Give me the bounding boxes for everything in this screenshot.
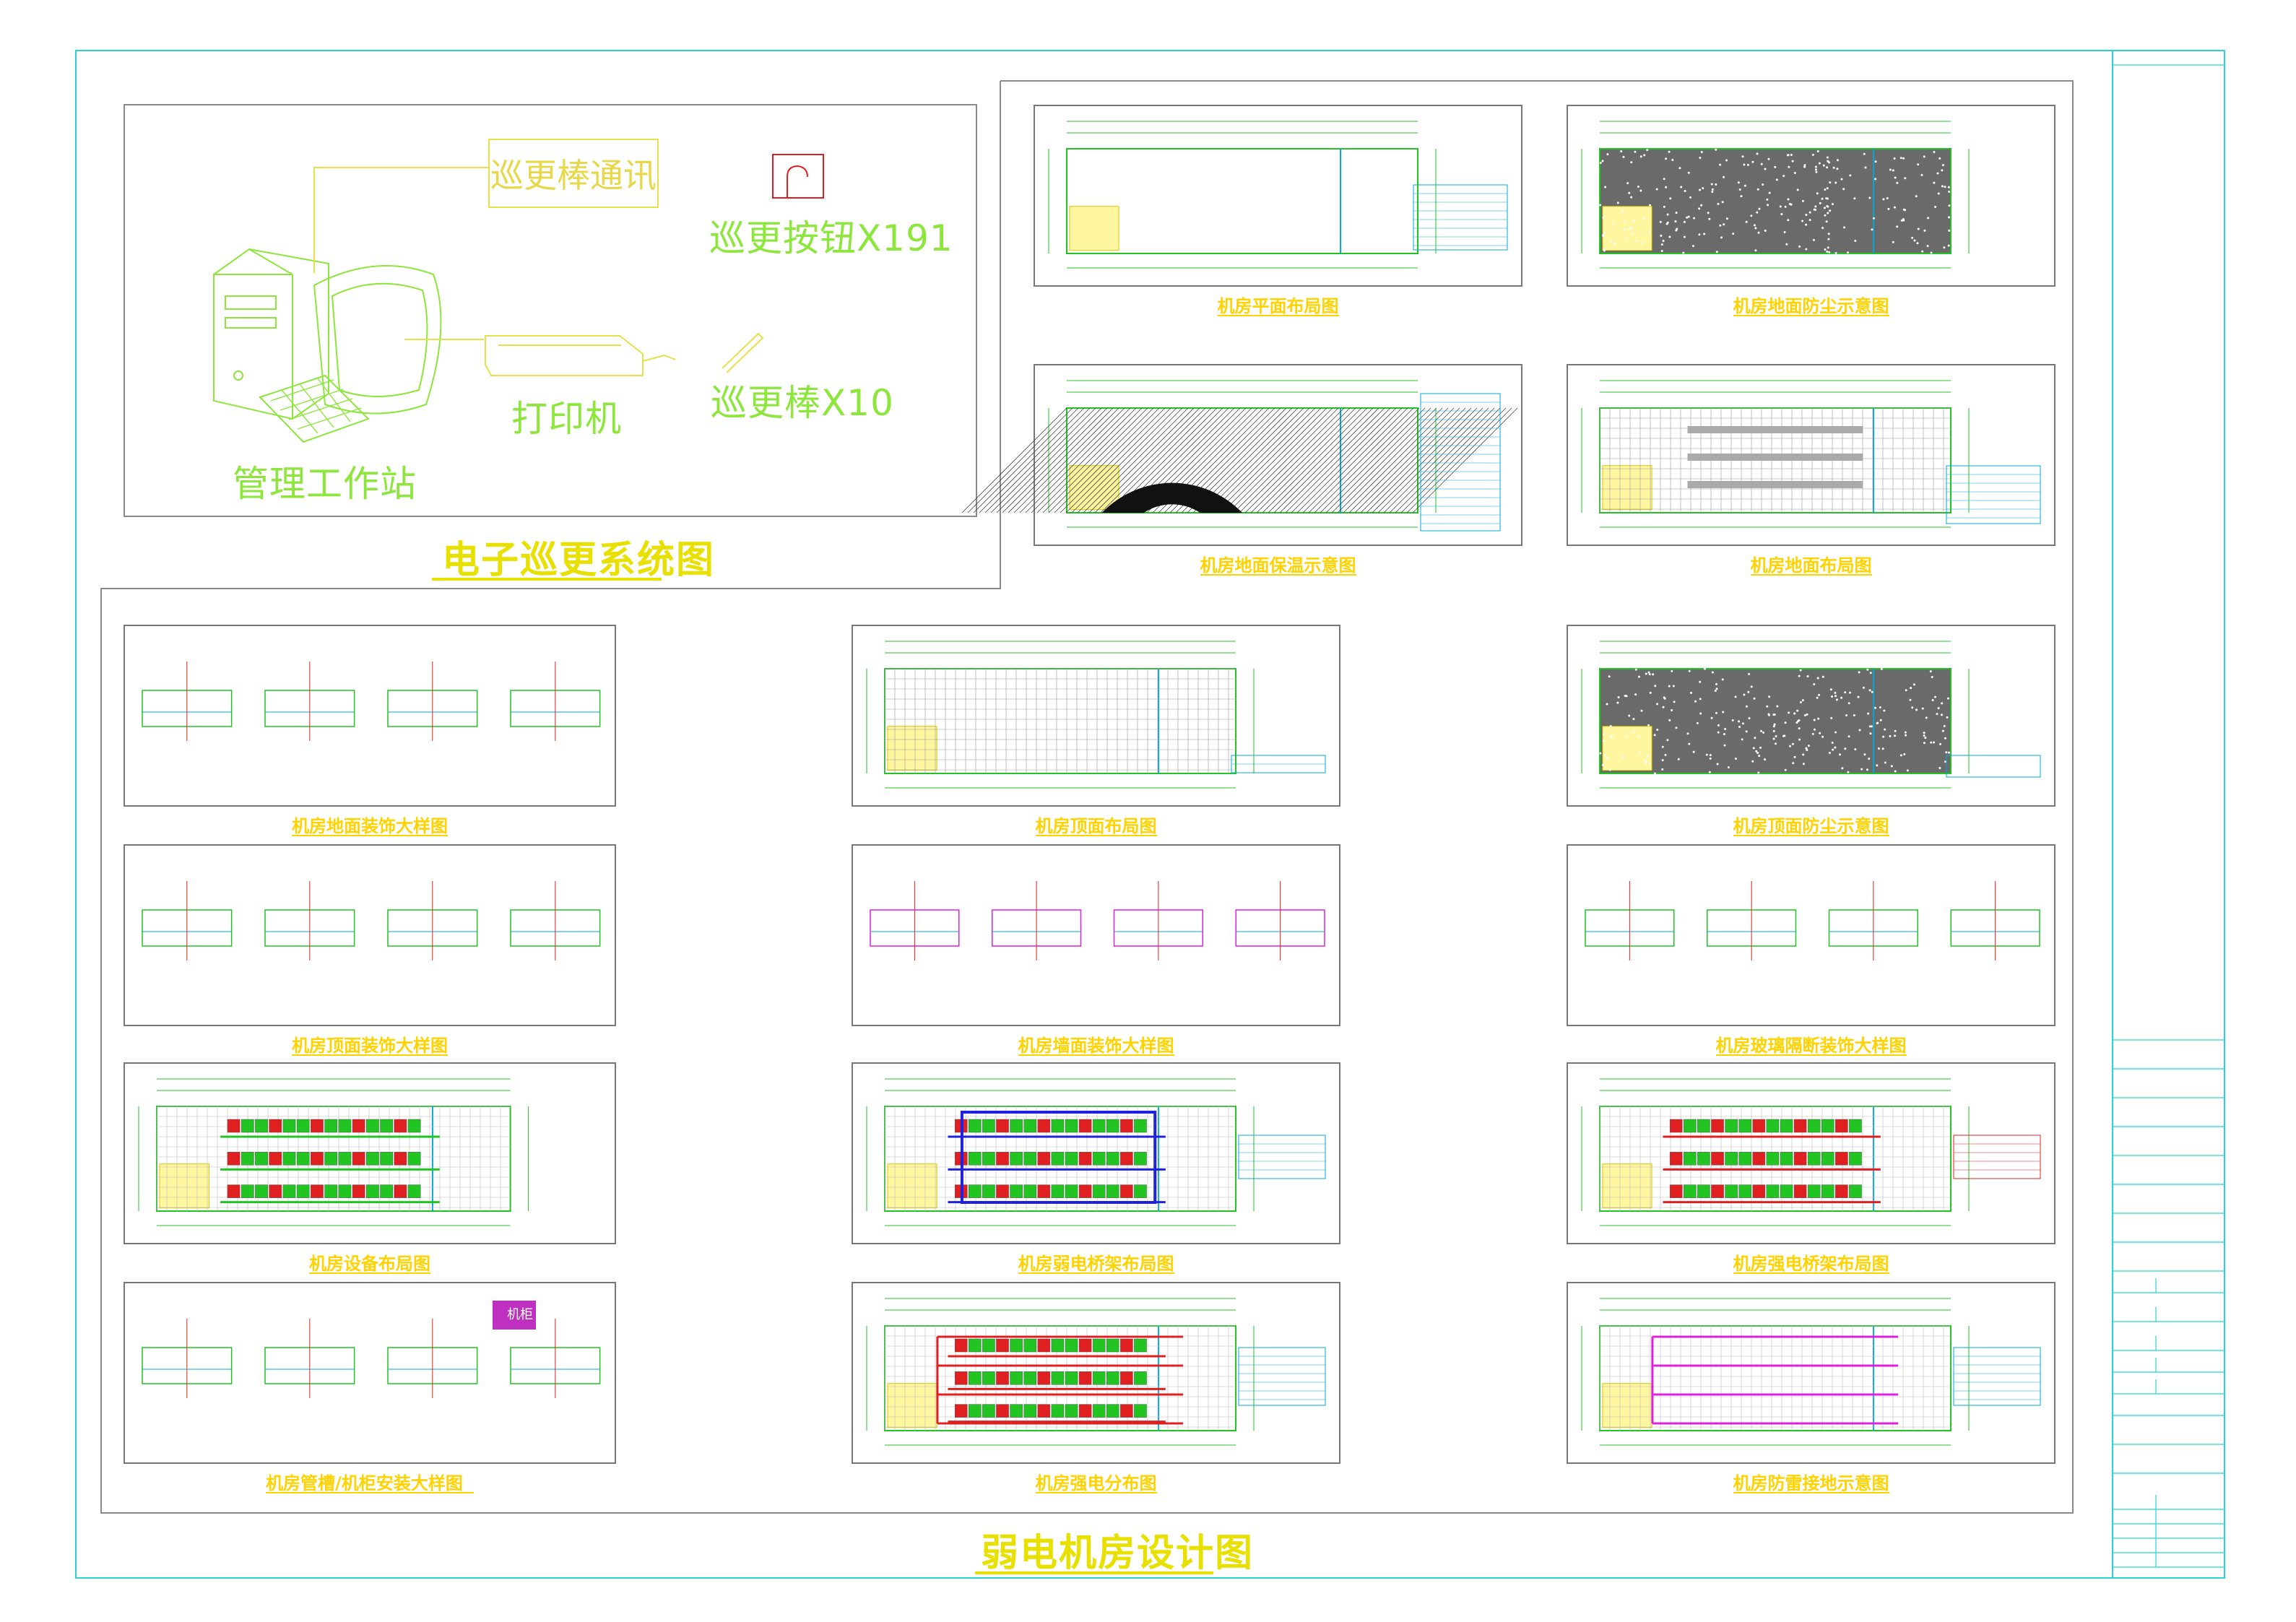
drawing-caption-9: 机房墙面装饰大样图 [1018,1031,1174,1057]
patrol-button-icon [773,155,823,199]
drawing-caption-13: 机房强电桥架布局图 [1733,1249,1889,1275]
drawing-panel-6 [852,625,1340,806]
caption-underline [1716,1054,1907,1056]
drawing-panel-5 [124,625,615,806]
caption-underline [1218,315,1339,316]
caption-underline [1036,1492,1157,1493]
cabinet-label: 机柜 [507,1307,533,1322]
drawing-panel-16 [1567,1283,2055,1463]
drawing-panel-14: 机柜 [124,1283,615,1463]
drawing-caption-7: 机房顶面防尘示意图 [1733,812,1889,837]
title-block [2113,65,2224,1567]
main-title-underline [975,1571,1213,1574]
caption-underline [309,1272,430,1274]
patrol-system-title: 电子巡更系统图 [442,529,715,584]
drawing-panel-11 [124,1063,615,1244]
drawing-panel-3 [962,365,1522,545]
drawing-caption-2: 机房地面防尘示意图 [1733,292,1889,317]
drawing-caption-12: 机房弱电桥架布局图 [1018,1249,1174,1275]
patrol-comm-box: 巡更棒通讯 [488,139,659,208]
caption-underline [292,1054,448,1056]
caption-underline [266,1492,474,1493]
patrol-comm-label: 巡更棒通讯 [490,149,657,197]
drawing-caption-4: 机房地面布局图 [1751,551,1872,576]
caption-underline [1733,1492,1889,1493]
caption-underline [1036,835,1157,836]
caption-underline [1733,835,1889,836]
drawing-caption-14: 机房管槽/机柜安装大样图 [266,1469,463,1494]
workstation-label: 管理工作站 [233,455,417,507]
caption-underline [1018,1272,1174,1274]
drawing-panel-2 [1567,105,2055,286]
caption-underline [1018,1054,1174,1056]
printer-icon [485,336,675,376]
drawing-caption-8: 机房顶面装饰大样图 [292,1031,448,1057]
drawing-caption-6: 机房顶面布局图 [1036,812,1157,837]
drawing-panel-4 [1567,365,2055,545]
drawing-caption-10: 机房玻璃隔断装饰大样图 [1716,1031,1907,1057]
patrol-wires [314,168,488,339]
caption-underline [1200,574,1356,576]
caption-underline [1733,315,1889,316]
patrol-button-label: 巡更按钮X191 [709,209,953,261]
drawing-panel-1 [1034,105,1522,286]
drawing-panel-12 [852,1063,1340,1244]
drawing-caption-16: 机房防雷接地示意图 [1733,1469,1889,1494]
drawing-panel-8 [124,845,615,1025]
drawing-panel-10 [1567,845,2055,1025]
caption-underline [1733,1272,1889,1274]
drawing-caption-5: 机房地面装饰大样图 [292,812,448,837]
patrol-title-underline [432,578,662,581]
patrol-stick-icon [722,334,763,373]
drawing-caption-1: 机房平面布局图 [1218,292,1339,317]
printer-label: 打印机 [511,390,622,442]
drawing-caption-11: 机房设备布局图 [309,1249,430,1275]
drawing-panel-15 [852,1283,1340,1463]
drawing-panel-9 [852,845,1340,1025]
drawing-caption-15: 机房强电分布图 [1036,1469,1157,1494]
sheet-main-title: 弱电机房设计图 [981,1522,1254,1577]
drawing-caption-3: 机房地面保温示意图 [1200,551,1356,576]
patrol-stick-label: 巡更棒X10 [711,374,894,426]
drawing-panel-13 [1567,1063,2055,1244]
patrol-diagram [214,249,441,442]
caption-underline [292,835,448,836]
caption-underline [1751,574,1872,576]
drawing-panel-7 [1567,625,2055,806]
